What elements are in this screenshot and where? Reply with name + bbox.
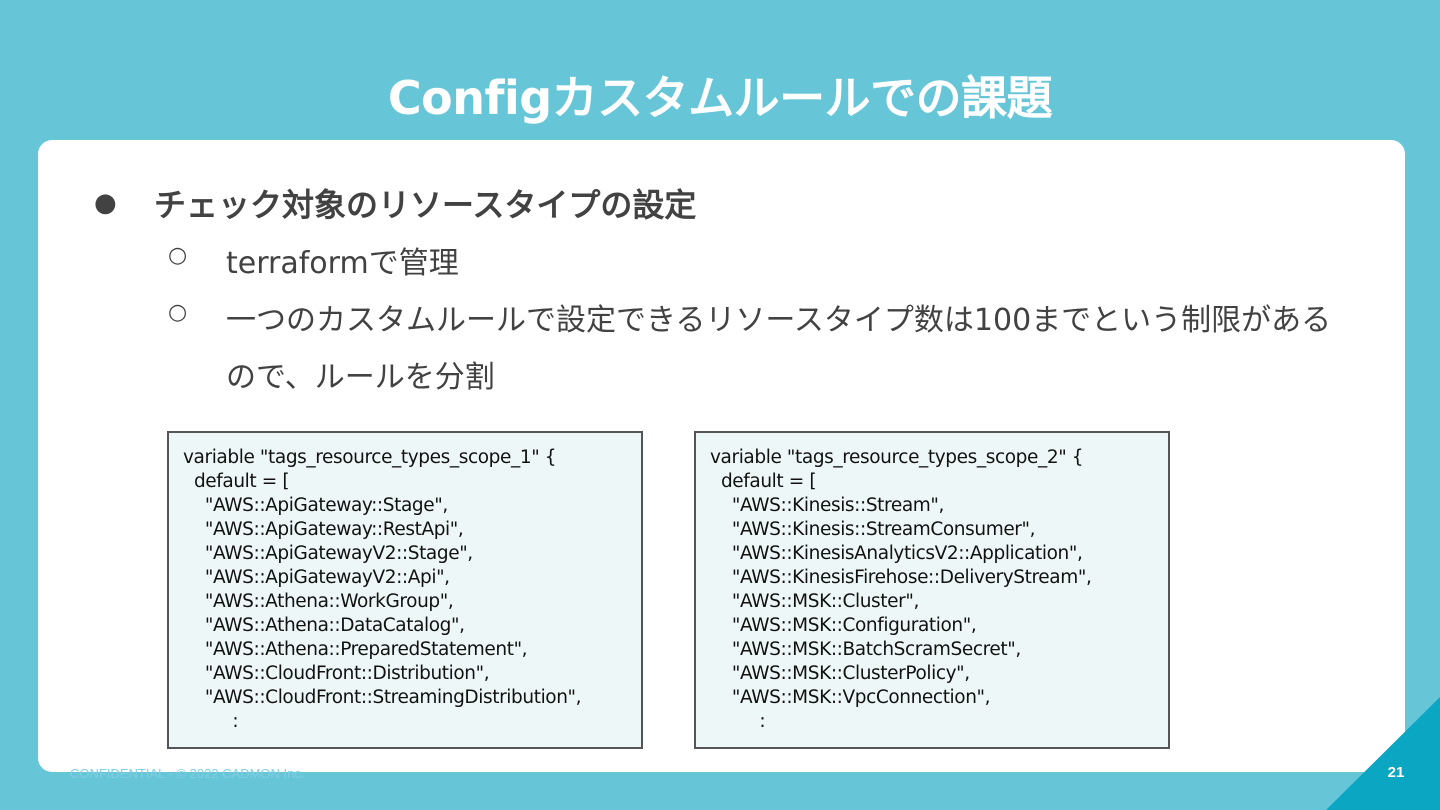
code-line: "AWS::ApiGatewayV2::Api",: [183, 567, 450, 588]
code-line: "AWS::ApiGatewayV2::Stage",: [183, 543, 473, 564]
code-line: :: [710, 711, 766, 732]
bullet-main: ● チェック対象のリソースタイプの設定: [94, 180, 696, 226]
bullet-ring-icon: ○: [168, 300, 188, 325]
code-line: "AWS::KinesisAnalyticsV2::Application",: [710, 543, 1083, 564]
bullet-ring-icon: ○: [168, 243, 188, 268]
code-line: :: [183, 711, 239, 732]
code-line: "AWS::Kinesis::Stream",: [710, 495, 944, 516]
code-line: "AWS::MSK::BatchScramSecret",: [710, 639, 1021, 660]
code-line: "AWS::KinesisFirehose::DeliveryStream",: [710, 567, 1092, 588]
code-line: "AWS::Athena::WorkGroup",: [183, 591, 454, 612]
bullet-sub-2: ○ 一つのカスタムルールで設定できるリソースタイプ数は100までという制限がある…: [168, 292, 1356, 406]
code-line: "AWS::CloudFront::Distribution",: [183, 663, 490, 684]
bullet-dot-icon: ●: [94, 188, 117, 218]
bullet-sub-1-text: terraformで管理: [226, 246, 459, 281]
bullet-main-text: チェック対象のリソースタイプの設定: [154, 186, 697, 224]
code-line: variable "tags_resource_types_scope_2" {: [710, 447, 1084, 468]
slide-title: Configカスタムルールでの課題: [387, 71, 1053, 125]
code-line: default = [: [183, 471, 290, 492]
code-line: "AWS::CloudFront::StreamingDistribution"…: [183, 687, 582, 708]
corner-triangle-icon: [1326, 697, 1440, 810]
code-line: "AWS::ApiGateway::RestApi",: [183, 519, 464, 540]
code-block-left: variable "tags_resource_types_scope_1" {…: [167, 431, 643, 749]
code-line: "AWS::ApiGateway::Stage",: [183, 495, 448, 516]
bullet-sub-1: ○ terraformで管理: [168, 235, 1356, 292]
code-line: "AWS::MSK::Cluster",: [710, 591, 919, 612]
code-line: "AWS::Kinesis::StreamConsumer",: [710, 519, 1036, 540]
code-line: "AWS::MSK::VpcConnection",: [710, 687, 991, 708]
code-line: "AWS::Athena::PreparedStatement",: [183, 639, 528, 660]
code-line: "AWS::MSK::ClusterPolicy",: [710, 663, 970, 684]
code-line: "AWS::Athena::DataCatalog",: [183, 615, 465, 636]
page-number: 21: [1387, 764, 1405, 781]
bullet-sub-2-text: 一つのカスタムルールで設定できるリソースタイプ数は100までという制限があるので…: [226, 303, 1332, 395]
code-line: "AWS::MSK::Configuration",: [710, 615, 977, 636]
code-block-right: variable "tags_resource_types_scope_2" {…: [694, 431, 1170, 749]
code-line: variable "tags_resource_types_scope_1" {: [183, 447, 557, 468]
code-line: default = [: [710, 471, 817, 492]
footer-confidential: CONFIDENTIAL - © 2022 CADMON Inc.: [70, 766, 305, 781]
